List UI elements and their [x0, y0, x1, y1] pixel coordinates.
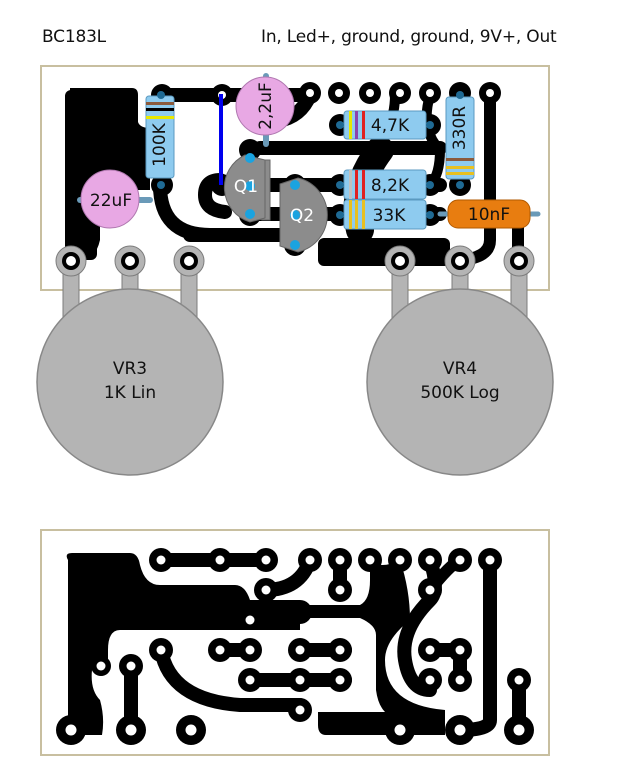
potentiometer-vr4: VR4 500K Log: [366, 288, 554, 476]
drill-holes: [65, 555, 525, 736]
pot-name: VR3: [113, 359, 147, 379]
capacitor-label: 22uF: [90, 191, 132, 211]
resistor-4-7k: 4,7K: [336, 110, 434, 140]
resistor-label: 33K: [373, 206, 407, 226]
capacitor-22uf: 22uF: [77, 169, 153, 229]
resistor-label: 8,2K: [371, 176, 410, 196]
transistor-label: Q1: [234, 177, 258, 197]
transistor-q1: Q1: [223, 153, 271, 223]
capacitor-2-2uf: 2,2uF: [235, 73, 295, 147]
pot-value: 500K Log: [420, 383, 499, 403]
resistor-330r: 330R: [445, 91, 475, 189]
resistor-label: 100K: [150, 122, 170, 166]
resistor-33k: 33K: [336, 199, 434, 230]
resistor-label: 4,7K: [371, 116, 410, 136]
component-side-board: 100K 22uF 2,2uF Q1 Q2: [40, 65, 550, 323]
capacitor-label: 10nF: [468, 205, 510, 225]
color-band: [146, 108, 174, 111]
capacitor-label: 2,2uF: [256, 82, 276, 130]
color-band: [146, 102, 174, 105]
color-band: [146, 116, 174, 119]
connection-order-label: In, Led+, ground, ground, 9V+, Out: [261, 27, 557, 47]
copper-side-board: [40, 529, 550, 756]
pot-name: VR4: [443, 359, 477, 379]
transistor-type-label: BC183L: [42, 27, 106, 47]
transistor-q2: Q2: [279, 177, 328, 253]
transistor-label: Q2: [290, 206, 314, 226]
resistor-100k: 100K: [145, 91, 175, 189]
potentiometer-vr3: VR3 1K Lin: [36, 288, 224, 476]
capacitor-10nf: 10nF: [437, 199, 541, 229]
pot-value: 1K Lin: [104, 383, 156, 403]
resistor-label: 330R: [450, 106, 470, 150]
resistor-8-2k: 8,2K: [336, 169, 434, 200]
